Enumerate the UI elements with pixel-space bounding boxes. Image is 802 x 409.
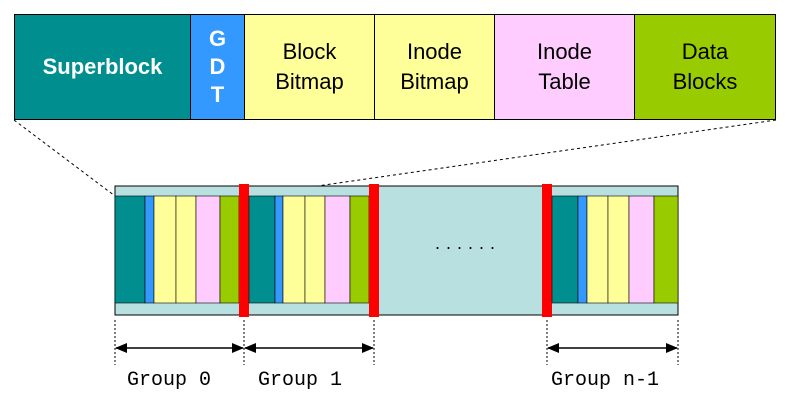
group-ticks: [114, 320, 679, 365]
gdt-segment: G D T: [190, 14, 245, 120]
separator-1: [369, 184, 379, 317]
groupn-blocks: [551, 195, 679, 304]
group0-blocks: [114, 195, 240, 304]
group1-label: Group 1: [258, 369, 343, 392]
ellipsis-text: · · · · · ·: [435, 237, 496, 257]
zoom-line-right: [247, 119, 777, 197]
block-bitmap-segment: Block Bitmap: [244, 14, 375, 120]
superblock-segment: Superblock: [14, 14, 191, 120]
separator-0: [239, 184, 249, 317]
group1-blocks: [248, 195, 370, 304]
data-blocks-segment: Data Blocks: [634, 14, 776, 120]
separator-2: [542, 184, 552, 317]
group0-label: Group 0: [127, 369, 212, 392]
groupn-label: Group n-1: [551, 369, 660, 392]
zoom-line-left: [13, 119, 116, 197]
inode-table-segment: Inode Table: [494, 14, 635, 120]
